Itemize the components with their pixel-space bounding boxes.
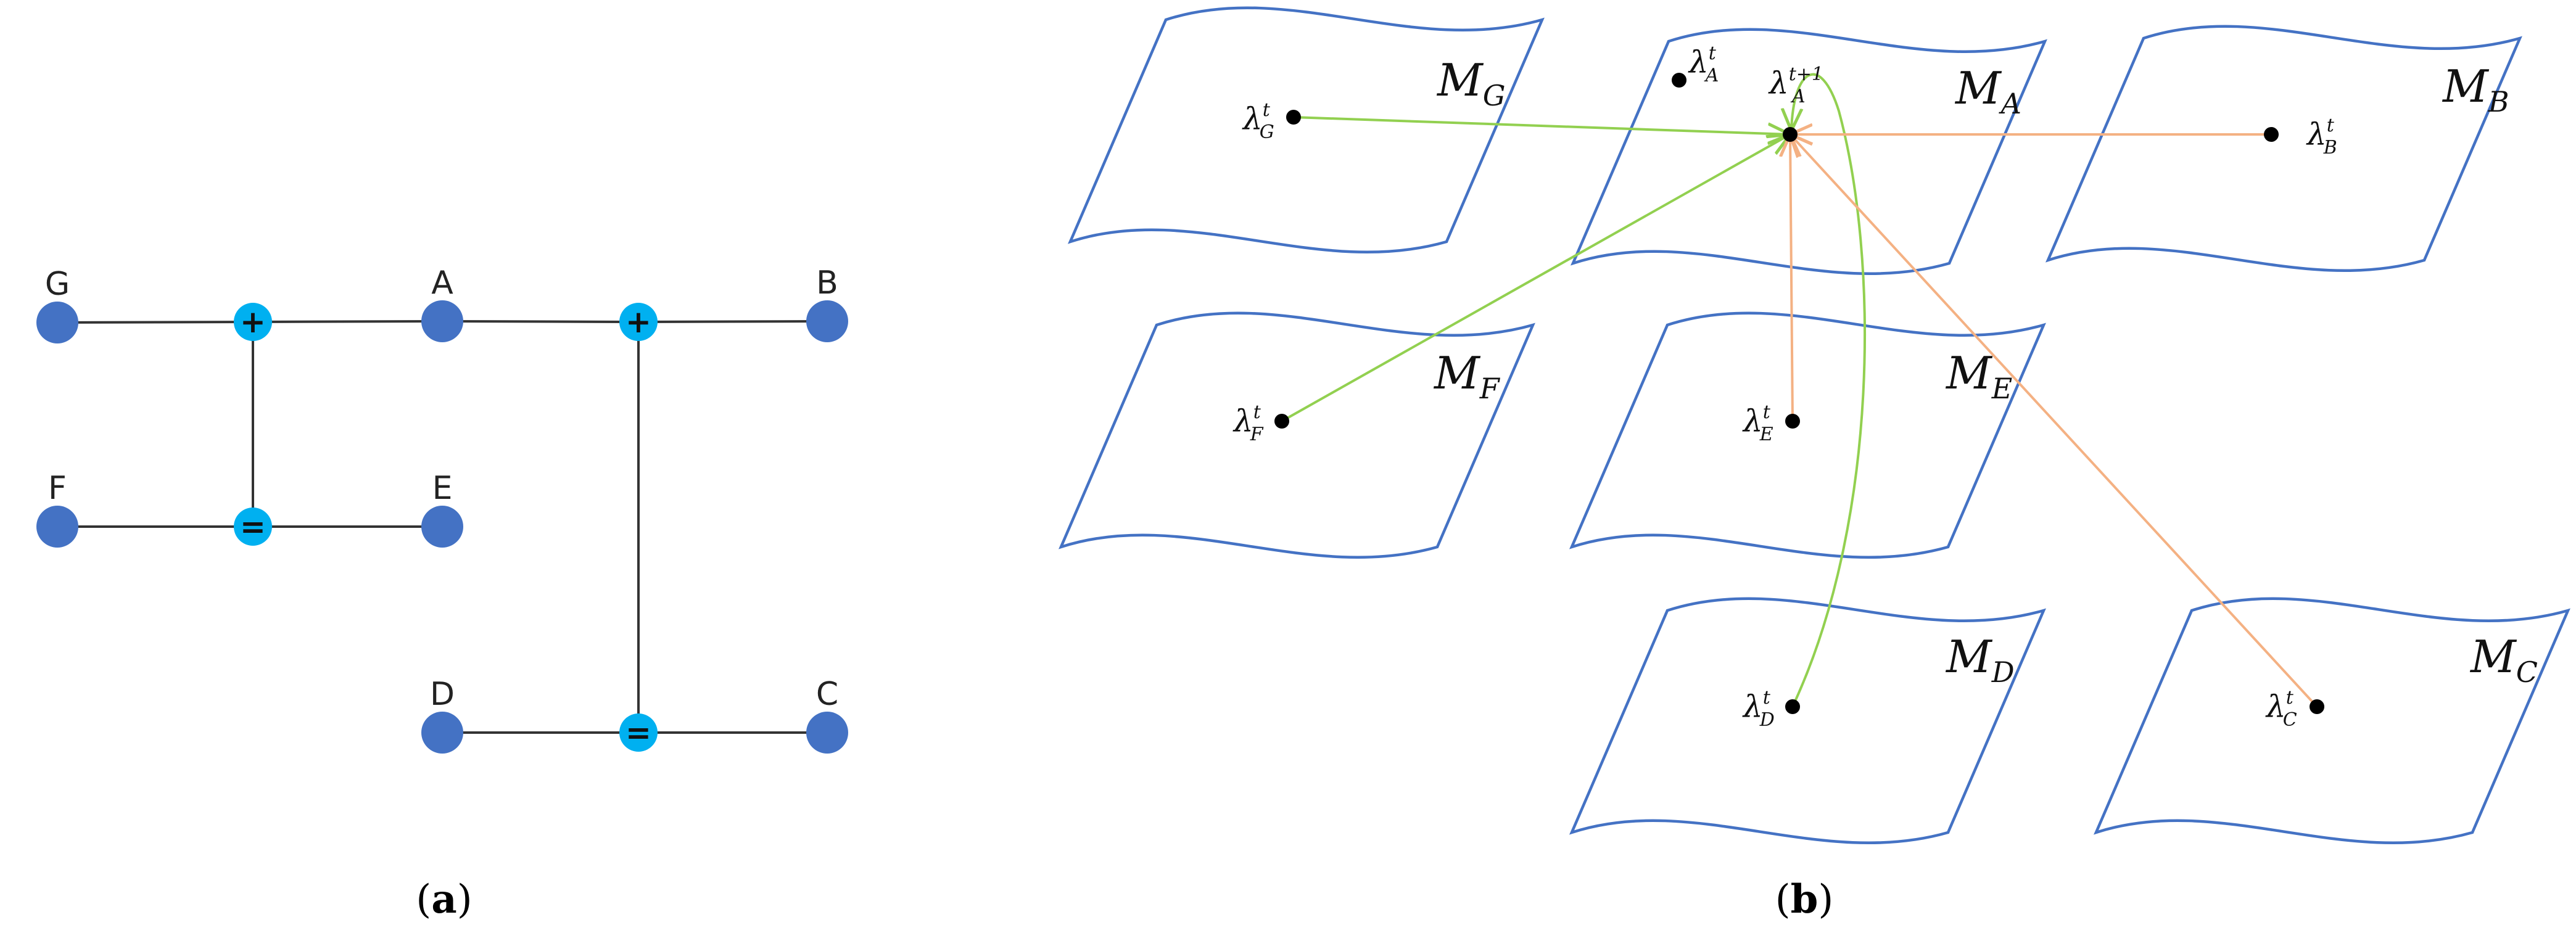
panel-a-caption: (a)	[416, 876, 472, 923]
operator-nodes: + + = =	[234, 303, 658, 752]
point-dot	[1274, 414, 1289, 429]
operator-op3: =	[234, 508, 272, 546]
operator-op4: =	[619, 713, 658, 752]
node-label: C	[816, 676, 838, 713]
node-circle	[421, 300, 463, 342]
point-dot	[2310, 699, 2324, 714]
edge-op1-A	[252, 320, 443, 323]
node-B: B	[806, 265, 848, 342]
node-circle	[806, 712, 848, 754]
operator-circle	[619, 713, 658, 752]
panel-a-graph: + + = = G A B F E D C (a)	[36, 265, 848, 923]
operator-circle	[234, 508, 272, 546]
operator-circle	[619, 303, 658, 341]
manifold-sheet	[2093, 597, 2570, 845]
graph-nodes: G A B F E D C	[36, 265, 848, 754]
arrow-C-to-A	[1790, 134, 2318, 708]
edge-op2-B	[638, 320, 828, 323]
update-arrows	[1281, 73, 2318, 708]
manifold-D: MD	[1569, 597, 2046, 845]
node-circle	[36, 506, 78, 548]
panel-b-caption: (b)	[1775, 876, 1834, 923]
node-circle	[806, 300, 848, 342]
node-C: C	[806, 676, 848, 754]
point-dot	[1785, 699, 1800, 714]
manifold-F: MF	[1058, 311, 1535, 559]
manifold-sheets: MG MA MB MF ME MD MC	[1058, 6, 2570, 845]
node-E: E	[421, 470, 463, 548]
operator-symbol: +	[240, 304, 266, 340]
node-D: D	[421, 676, 463, 754]
point-dot	[1785, 414, 1800, 429]
node-label: B	[816, 265, 838, 302]
node-label: E	[432, 470, 453, 507]
node-label: F	[48, 470, 67, 507]
manifold-sheet	[1058, 311, 1535, 559]
operator-op1: +	[234, 303, 272, 341]
manifold-sheet	[1570, 28, 2047, 276]
node-F: F	[36, 470, 78, 548]
arrow-D-to-A	[1791, 73, 1867, 707]
manifold-label: ME	[1945, 347, 2012, 405]
node-circle	[421, 712, 463, 754]
edge-A-op2	[442, 320, 639, 323]
node-label: G	[45, 266, 70, 303]
manifold-sheet	[2045, 25, 2522, 273]
arrow-G-to-A	[1293, 116, 1790, 134]
point-dot	[1783, 127, 1798, 142]
node-circle	[36, 302, 78, 343]
operator-op2: +	[619, 303, 658, 341]
operator-symbol: =	[625, 715, 651, 750]
manifold-sheet	[1569, 311, 2046, 559]
arrow-E-to-A	[1790, 134, 1793, 422]
node-label: D	[430, 676, 455, 713]
point-dot	[1286, 110, 1301, 125]
manifold-label: MD	[1945, 631, 2015, 689]
graph-edges	[57, 320, 828, 734]
manifold-B: MB	[2045, 25, 2522, 273]
node-circle	[421, 506, 463, 548]
manifold-label: MA	[1954, 62, 2021, 120]
manifold-label: MG	[1436, 54, 1505, 112]
manifold-A: MA	[1570, 28, 2047, 276]
node-A: A	[421, 265, 463, 342]
node-G: G	[36, 266, 78, 343]
operator-symbol: =	[240, 509, 266, 545]
manifold-E: ME	[1569, 311, 2046, 559]
point-dot	[2264, 127, 2279, 142]
manifold-G: MG	[1067, 6, 1545, 254]
manifold-sheet	[1067, 6, 1545, 254]
node-label: A	[431, 265, 453, 302]
manifold-label: MC	[2469, 631, 2538, 689]
edge-G-op1	[57, 321, 254, 324]
arrow-F-to-A	[1281, 134, 1790, 422]
manifold-label: MF	[1433, 347, 1501, 405]
manifold-C: MC	[2093, 597, 2570, 845]
operator-circle	[234, 303, 272, 341]
manifold-sheet	[1569, 597, 2046, 845]
point-dot	[1672, 73, 1686, 88]
operator-symbol: +	[625, 304, 651, 340]
manifold-label: MB	[2442, 60, 2509, 118]
